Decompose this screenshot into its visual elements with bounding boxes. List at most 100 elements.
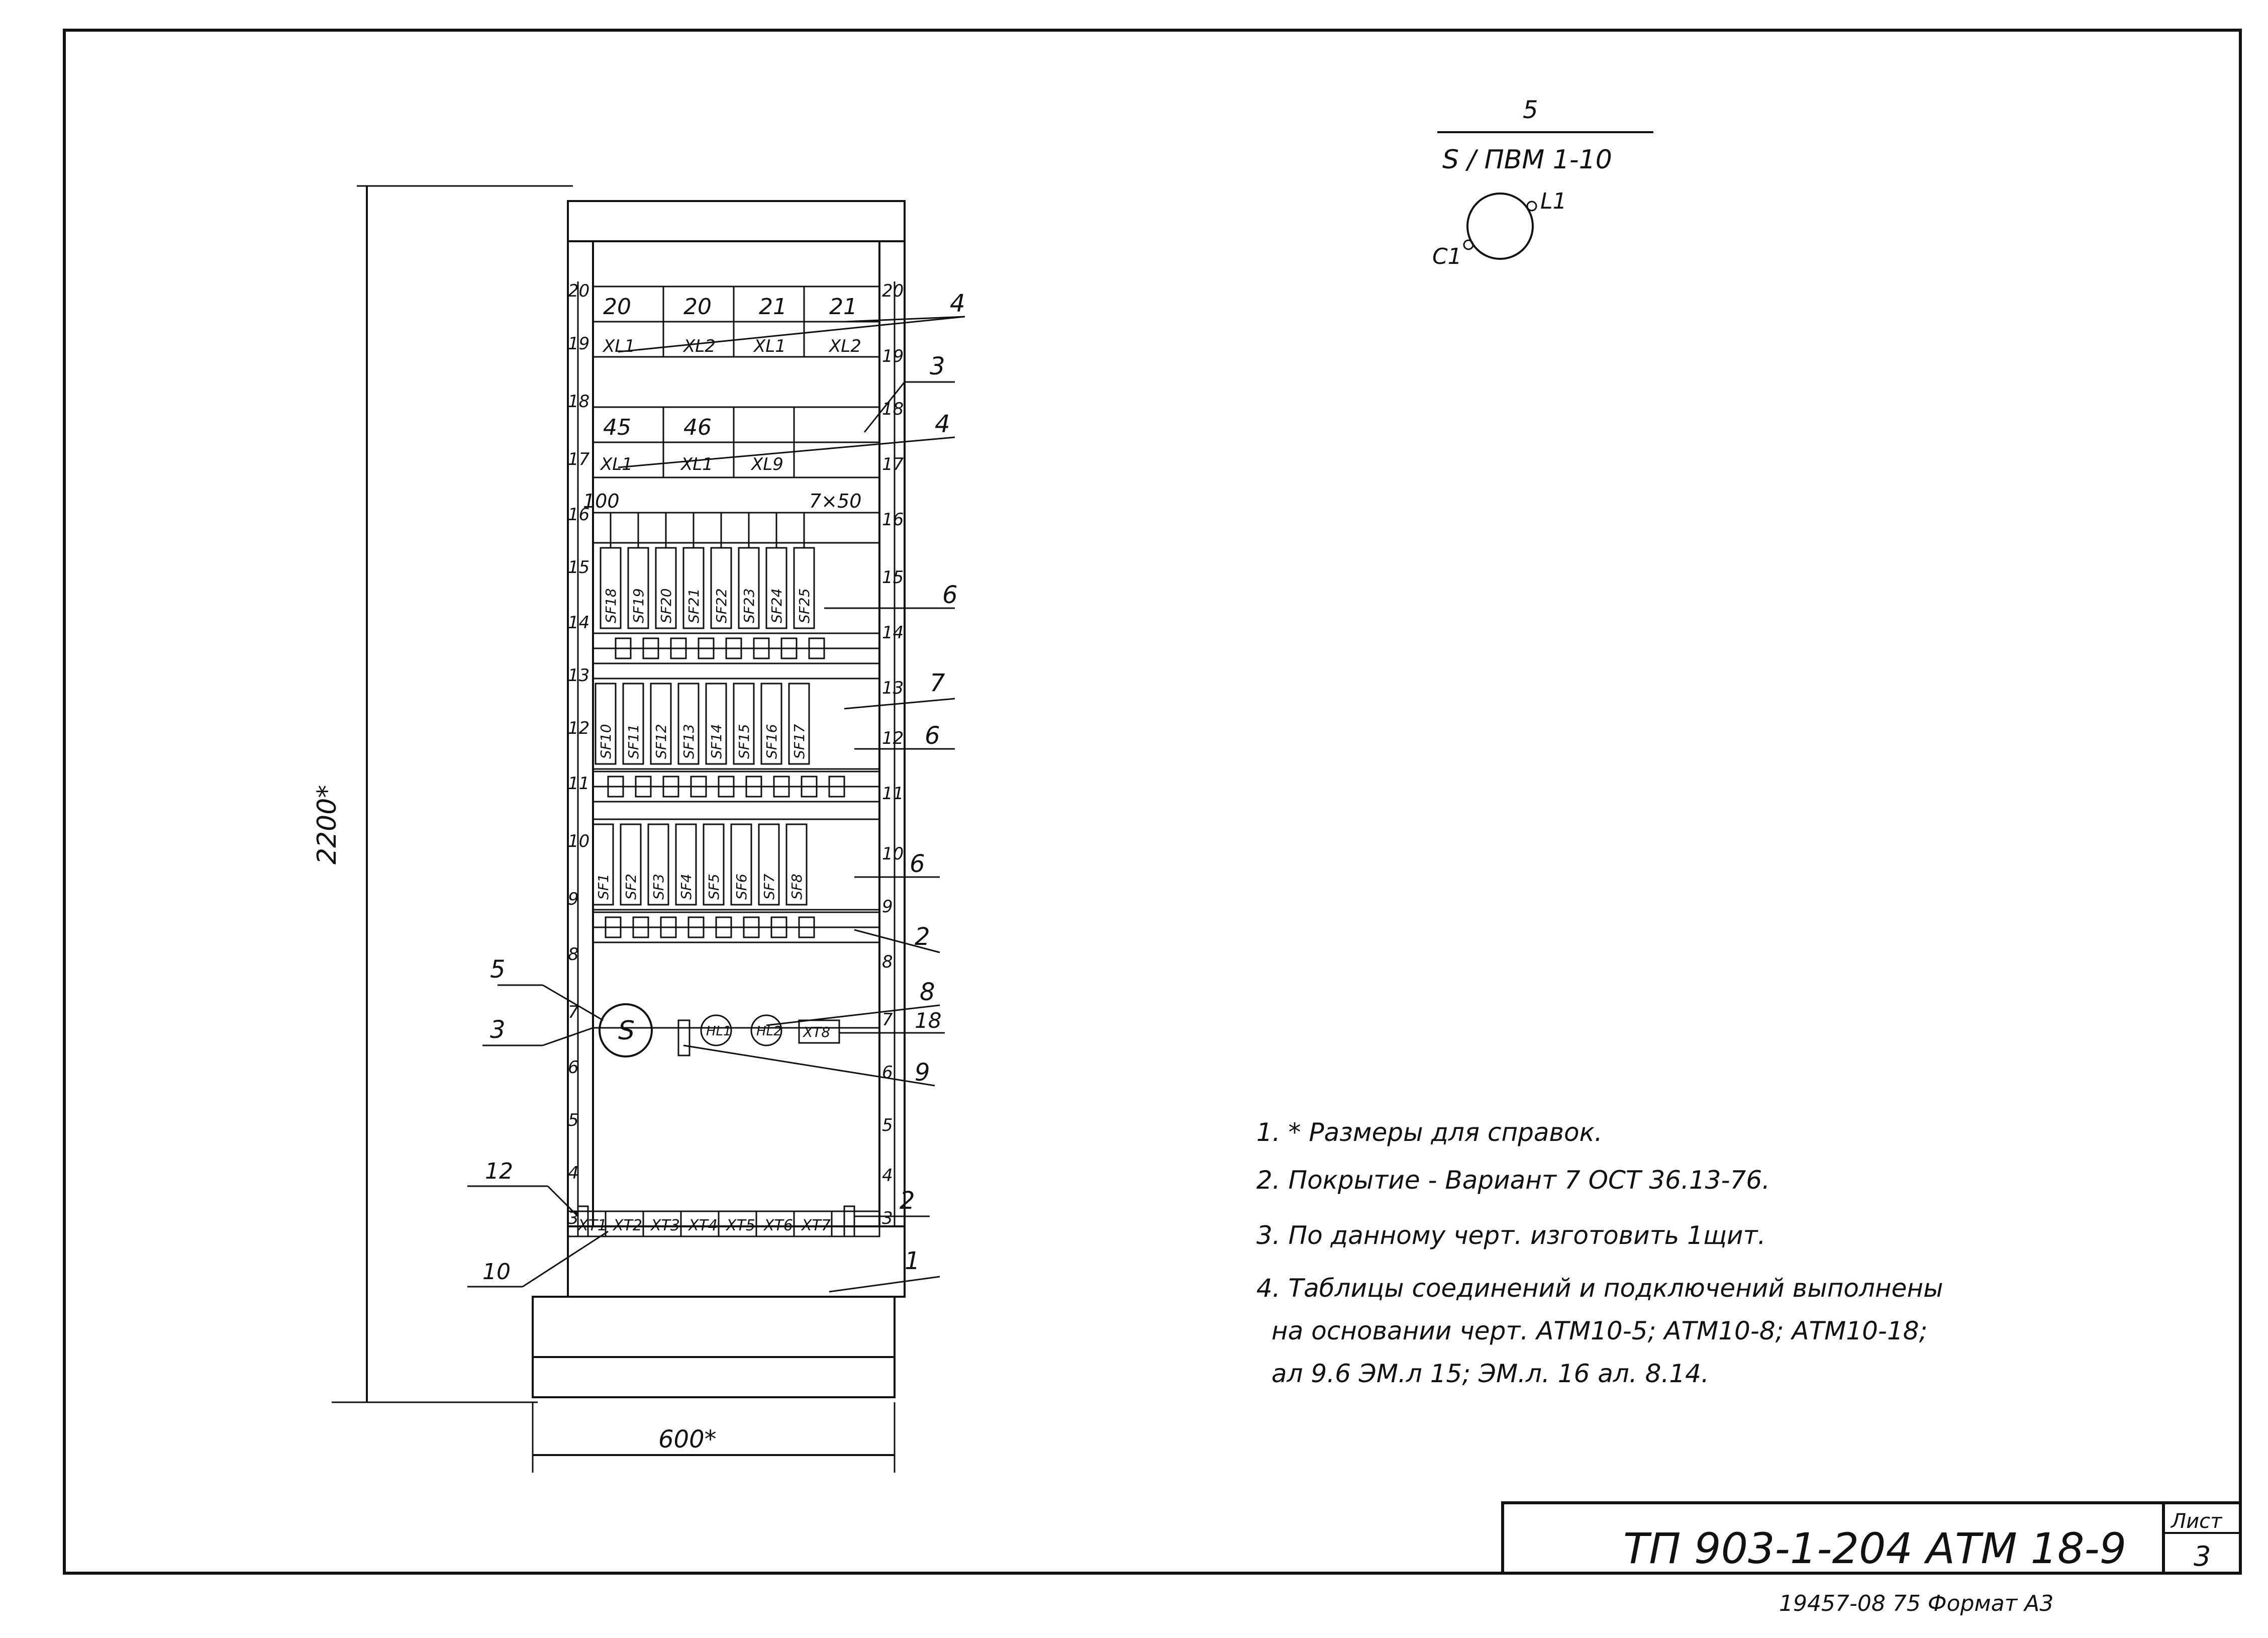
fuse-holder — [753, 637, 770, 659]
fuse-holder — [808, 637, 825, 659]
fuse-holder — [718, 776, 735, 798]
fuse-holder — [780, 637, 798, 659]
breaker-label: SF12 — [653, 724, 669, 759]
breaker-label: SF3 — [650, 874, 667, 900]
meter-symbol-legend: 5 S / ПВМ 1-10 L1 C1 — [1432, 96, 1653, 269]
rail-number: 16 — [882, 510, 904, 530]
terminal-label: XT1 — [577, 1217, 607, 1234]
callout-number: 9 — [915, 1058, 930, 1087]
fuse-holder — [715, 916, 732, 938]
note-4-line-3: ал 9.6 ЭМ.л 15; ЭМ.л. 16 ал. 8.14. — [1271, 1359, 1709, 1388]
lamp-hl1 — [700, 1014, 732, 1046]
symbol-denominator: S / ПВМ 1-10 — [1442, 145, 1612, 175]
breaker-label: SF19 — [630, 588, 647, 623]
terminal-label: XT7 — [801, 1217, 831, 1234]
label-code: XL2 — [682, 336, 716, 356]
meter-circle — [599, 1003, 653, 1057]
callout-number: 3 — [930, 352, 945, 380]
fuse-row-3 — [593, 911, 879, 943]
fuse-holder — [632, 916, 649, 938]
rail-number: 10 — [568, 831, 589, 851]
breaker-label: SF6 — [733, 874, 750, 900]
rail-number: 5 — [882, 1115, 893, 1135]
label-code: XL1 — [680, 454, 713, 474]
rail-number: 6 — [882, 1063, 893, 1083]
rail-number: 9 — [568, 889, 579, 909]
breaker-label: SF15 — [736, 724, 752, 759]
rail-number: 13 — [568, 665, 589, 686]
breaker — [793, 547, 815, 629]
rail-number: 17 — [882, 454, 904, 474]
lamp-hl2 — [750, 1014, 782, 1046]
label-number: 45 — [603, 415, 631, 440]
breaker — [595, 683, 617, 765]
breaker-label: SF10 — [598, 724, 614, 759]
breaker — [705, 683, 727, 765]
fuse-holder — [670, 637, 687, 659]
rail-left: 20 19 18 17 16 15 14 13 12 11 10 9 8 7 6… — [568, 281, 594, 1228]
breaker-label: SF25 — [796, 588, 813, 623]
rail-number: 13 — [882, 678, 904, 698]
rail-number: 18 — [568, 392, 589, 412]
meter-symbol: S — [618, 1016, 635, 1046]
fuse-holder — [687, 916, 705, 938]
rail-right: 20 19 18 17 16 15 14 13 12 11 10 9 8 7 6… — [878, 281, 904, 1228]
title-block: ТП 903-1-204 АТМ 18-9 Лист 3 — [1501, 1501, 2242, 1575]
callout-number: 7 — [930, 669, 945, 697]
dimension-height: 2200* — [312, 185, 573, 1403]
sheet-frame — [63, 29, 2242, 1575]
breaker-label: SF8 — [788, 874, 805, 900]
label-number: 46 — [683, 415, 712, 440]
callout-number: 6 — [910, 850, 925, 878]
symbol-l1: L1 — [1540, 188, 1567, 214]
fuse-holder — [607, 776, 624, 798]
callout-number: 6 — [942, 581, 958, 609]
rail-number: 15 — [882, 567, 904, 588]
dimension-height-label: 2200* — [312, 785, 342, 864]
label-code: XL9 — [750, 454, 783, 474]
dimension-width-label: 600* — [658, 1425, 717, 1454]
fuse-row-1 — [593, 632, 879, 664]
rail-number: 7 — [568, 1002, 579, 1022]
breaker-label: SF2 — [623, 874, 639, 900]
label-code: XL1 — [600, 454, 633, 474]
breaker — [765, 547, 787, 629]
rail-number: 16 — [568, 505, 589, 525]
rail-number: 15 — [568, 557, 589, 577]
fuse-holder — [801, 776, 818, 798]
fuse-holder — [828, 776, 845, 798]
breaker — [627, 547, 649, 629]
device-row: S HL1 HL2 XT8 — [593, 1003, 879, 1057]
callout-number: 2 — [915, 923, 930, 951]
callout-number: 3 — [490, 1016, 506, 1044]
label-block-row-2: 45 46 XL1 XL1 XL9 — [592, 406, 880, 478]
label-code: XL1 — [753, 336, 786, 356]
fuse-holder — [770, 916, 787, 938]
callout-number: 8 — [920, 978, 935, 1006]
breaker — [675, 823, 697, 906]
note-2: 2. Покрытие - Вариант 7 ОСТ 36.13-76. — [1256, 1166, 1770, 1195]
callouts-left: 5 3 12 10 — [467, 955, 609, 1288]
breaker-label: SF16 — [763, 724, 780, 759]
breaker — [647, 823, 669, 906]
breaker-label: SF5 — [706, 874, 722, 900]
fuse-holder — [690, 776, 707, 798]
footer-stamp: 19457-08 75 Формат А3 — [1779, 1591, 2053, 1616]
breaker — [758, 823, 780, 906]
fuse-holder — [660, 916, 677, 938]
note-1: 1. * Размеры для справок. — [1256, 1118, 1603, 1147]
breaker — [738, 547, 760, 629]
breaker — [650, 683, 672, 765]
dimension-width: 600* — [532, 1402, 896, 1473]
sheet-label: Лист — [2170, 1510, 2223, 1533]
rail-number: 19 — [882, 346, 904, 366]
rail-number: 20 — [568, 281, 589, 301]
rail-number: 20 — [882, 281, 904, 301]
rail-number: 5 — [568, 1110, 579, 1130]
callout-number: 2 — [900, 1187, 915, 1215]
label-number: 21 — [829, 294, 857, 320]
